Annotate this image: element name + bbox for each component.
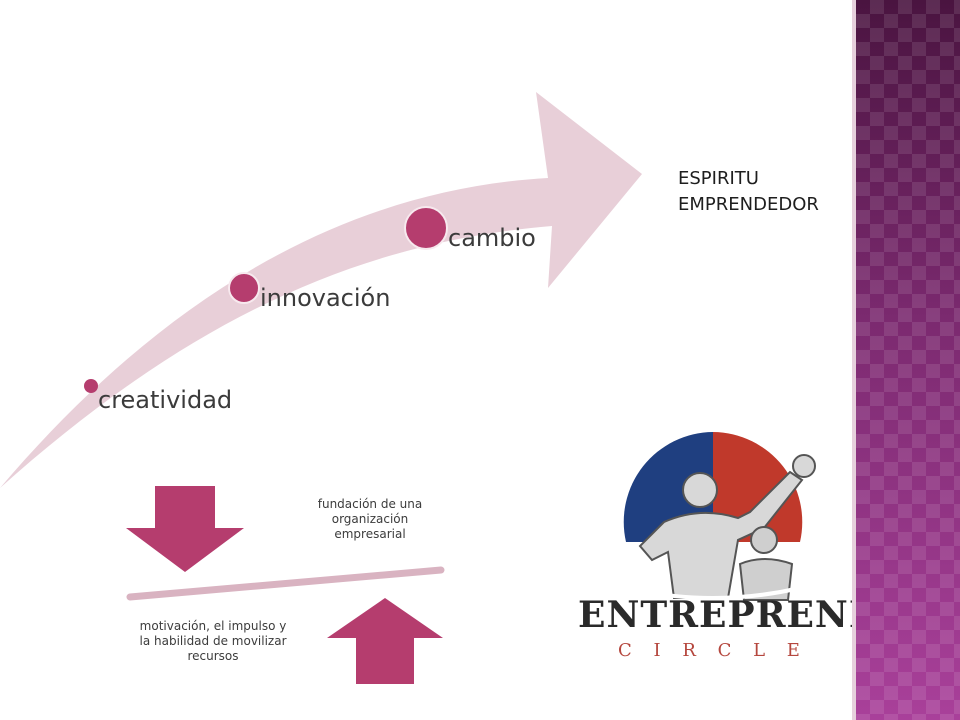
side-band-pattern xyxy=(856,0,960,720)
logo-emblem-icon xyxy=(623,432,816,601)
step-dot-cambio xyxy=(404,206,448,250)
side-band-edge xyxy=(852,0,857,720)
growth-arrow xyxy=(0,92,642,488)
step-label-creatividad: creatividad xyxy=(98,386,233,414)
balance-bar xyxy=(126,566,445,601)
logo-word-entrepreneur: ENTREPRENEUR xyxy=(578,594,941,636)
balance-diagram xyxy=(126,486,445,684)
up-arrow xyxy=(327,598,443,684)
step-dot-innovacion xyxy=(228,272,260,304)
note-top: fundación de una organización empresaria… xyxy=(317,497,423,541)
step-label-cambio: cambio xyxy=(448,224,536,252)
title-line-1: ESPIRITU xyxy=(678,168,759,189)
growth-arrow-body xyxy=(0,92,642,488)
step-dot-creatividad xyxy=(84,379,98,393)
logo-word-circle: C I R C L E xyxy=(618,640,808,661)
entrepreneur-circle-logo: ENTREPRENEUR C I R C L E xyxy=(578,420,941,670)
title-line-2: EMPRENDEDOR xyxy=(678,194,819,215)
slide-title: ESPIRITU EMPRENDEDOR xyxy=(678,166,848,218)
note-bottom: motivación, el impulso y la habilidad de… xyxy=(139,619,287,663)
down-arrow xyxy=(126,486,244,572)
step-label-innovacion: innovación xyxy=(260,284,391,312)
